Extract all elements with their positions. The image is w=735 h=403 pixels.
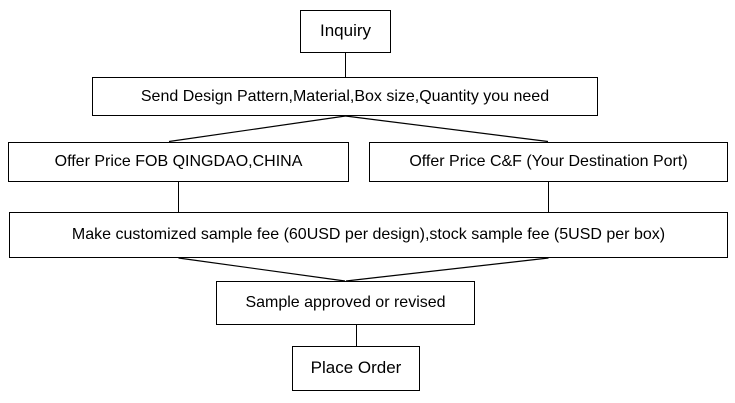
edge-samplefee-to-approved-left bbox=[178, 257, 346, 282]
node-inquiry-label: Inquiry bbox=[319, 21, 372, 41]
node-inquiry[interactable]: Inquiry bbox=[300, 10, 391, 53]
node-place-order[interactable]: Place Order bbox=[292, 346, 420, 391]
node-sample-fee-label: Make customized sample fee (60USD per de… bbox=[71, 226, 666, 244]
node-place-order-label: Place Order bbox=[310, 358, 402, 378]
edge-send-to-cf bbox=[345, 115, 549, 143]
node-send-design-pattern[interactable]: Send Design Pattern,Material,Box size,Qu… bbox=[92, 77, 598, 116]
node-sample-fee[interactable]: Make customized sample fee (60USD per de… bbox=[9, 212, 728, 258]
edge-send-to-fob bbox=[168, 115, 346, 143]
node-offer-price-fob[interactable]: Offer Price FOB QINGDAO,CHINA bbox=[8, 142, 349, 182]
node-offer-price-cf-label: Offer Price C&F (Your Destination Port) bbox=[409, 153, 688, 171]
edge-samplefee-to-approved-right bbox=[345, 257, 549, 282]
node-offer-price-fob-label: Offer Price FOB QINGDAO,CHINA bbox=[54, 153, 303, 171]
node-send-design-pattern-label: Send Design Pattern,Material,Box size,Qu… bbox=[140, 87, 550, 105]
node-sample-approved-or-revised[interactable]: Sample approved or revised bbox=[216, 281, 475, 325]
node-sample-approved-or-revised-label: Sample approved or revised bbox=[245, 294, 446, 312]
node-offer-price-cf[interactable]: Offer Price C&F (Your Destination Port) bbox=[369, 142, 728, 182]
